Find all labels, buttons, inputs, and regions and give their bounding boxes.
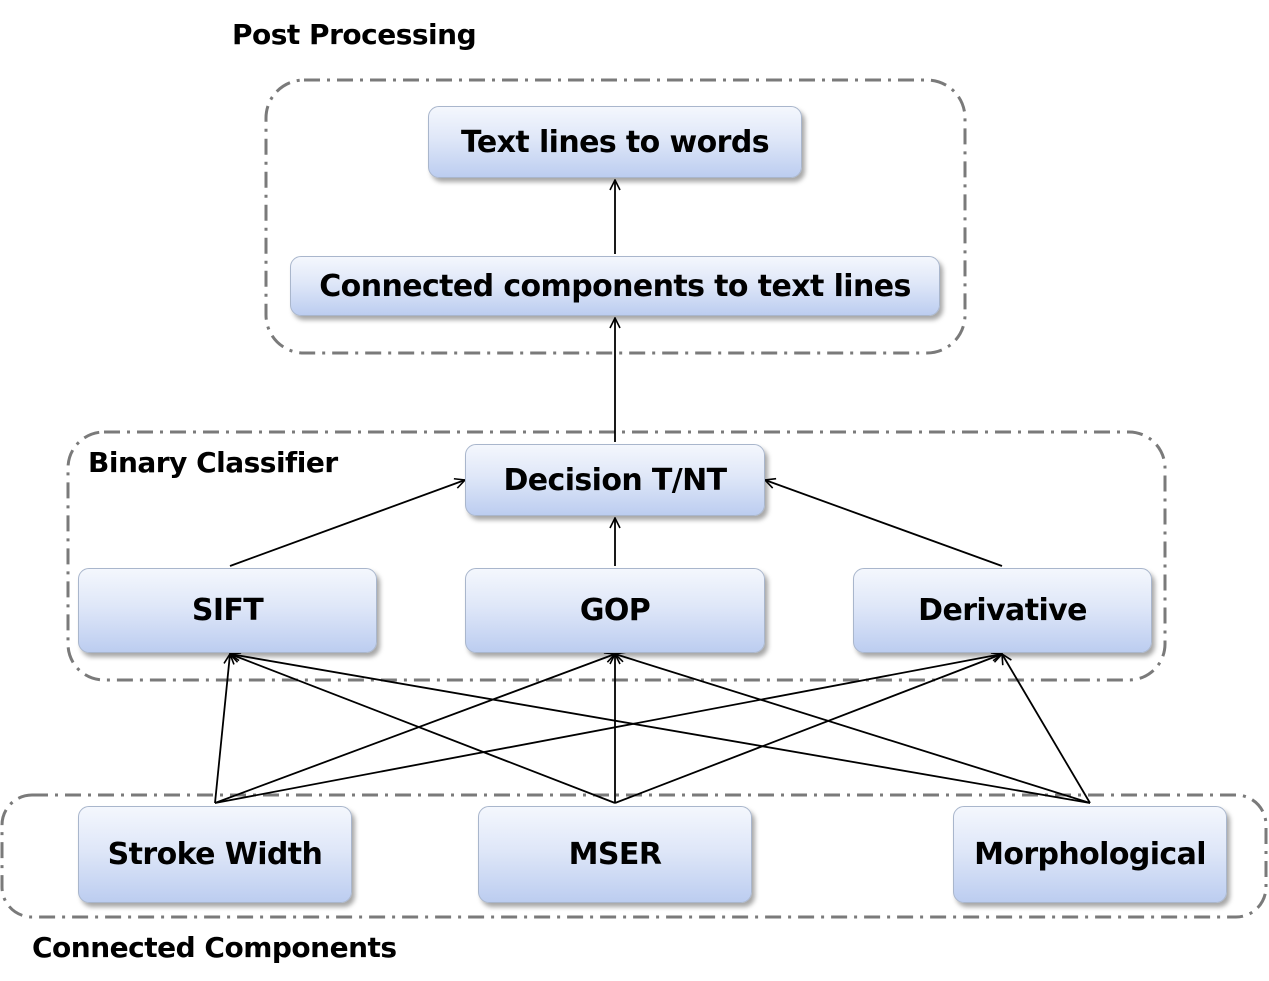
binary-classifier-label: Binary Classifier [88, 446, 338, 479]
edge-morphological-to-gop [615, 654, 1091, 804]
edge-stroke-width-to-sift [214, 654, 230, 804]
edge-stroke-width-to-gop [214, 654, 615, 804]
edge-mser-to-sift [230, 654, 616, 804]
mser-node: MSER [478, 806, 752, 903]
edge-sift-to-decision [229, 480, 465, 567]
binary-classifier-group-border [66, 430, 1167, 682]
gop-node: GOP [465, 568, 765, 653]
decision-node: Decision T/NT [465, 444, 765, 516]
morphological-node: Morphological [953, 806, 1227, 903]
edge-mser-to-derivative [614, 654, 1002, 804]
cc-to-text-lines-node: Connected components to text lines [290, 256, 940, 316]
post-processing-label: Post Processing [232, 18, 477, 51]
derivative-node: Derivative [853, 568, 1152, 653]
post-processing-group-border [264, 78, 967, 355]
edge-morphological-to-derivative [1002, 654, 1091, 804]
edge-layer [214, 180, 1091, 804]
stroke-width-node: Stroke Width [78, 806, 352, 903]
connected-components-label: Connected Components [32, 931, 397, 964]
text-lines-to-words-node: Text lines to words [428, 106, 802, 178]
edge-derivative-to-decision [765, 480, 1003, 567]
edge-morphological-to-sift [230, 654, 1091, 804]
edge-stroke-width-to-derivative [214, 654, 1002, 804]
sift-node: SIFT [78, 568, 377, 653]
